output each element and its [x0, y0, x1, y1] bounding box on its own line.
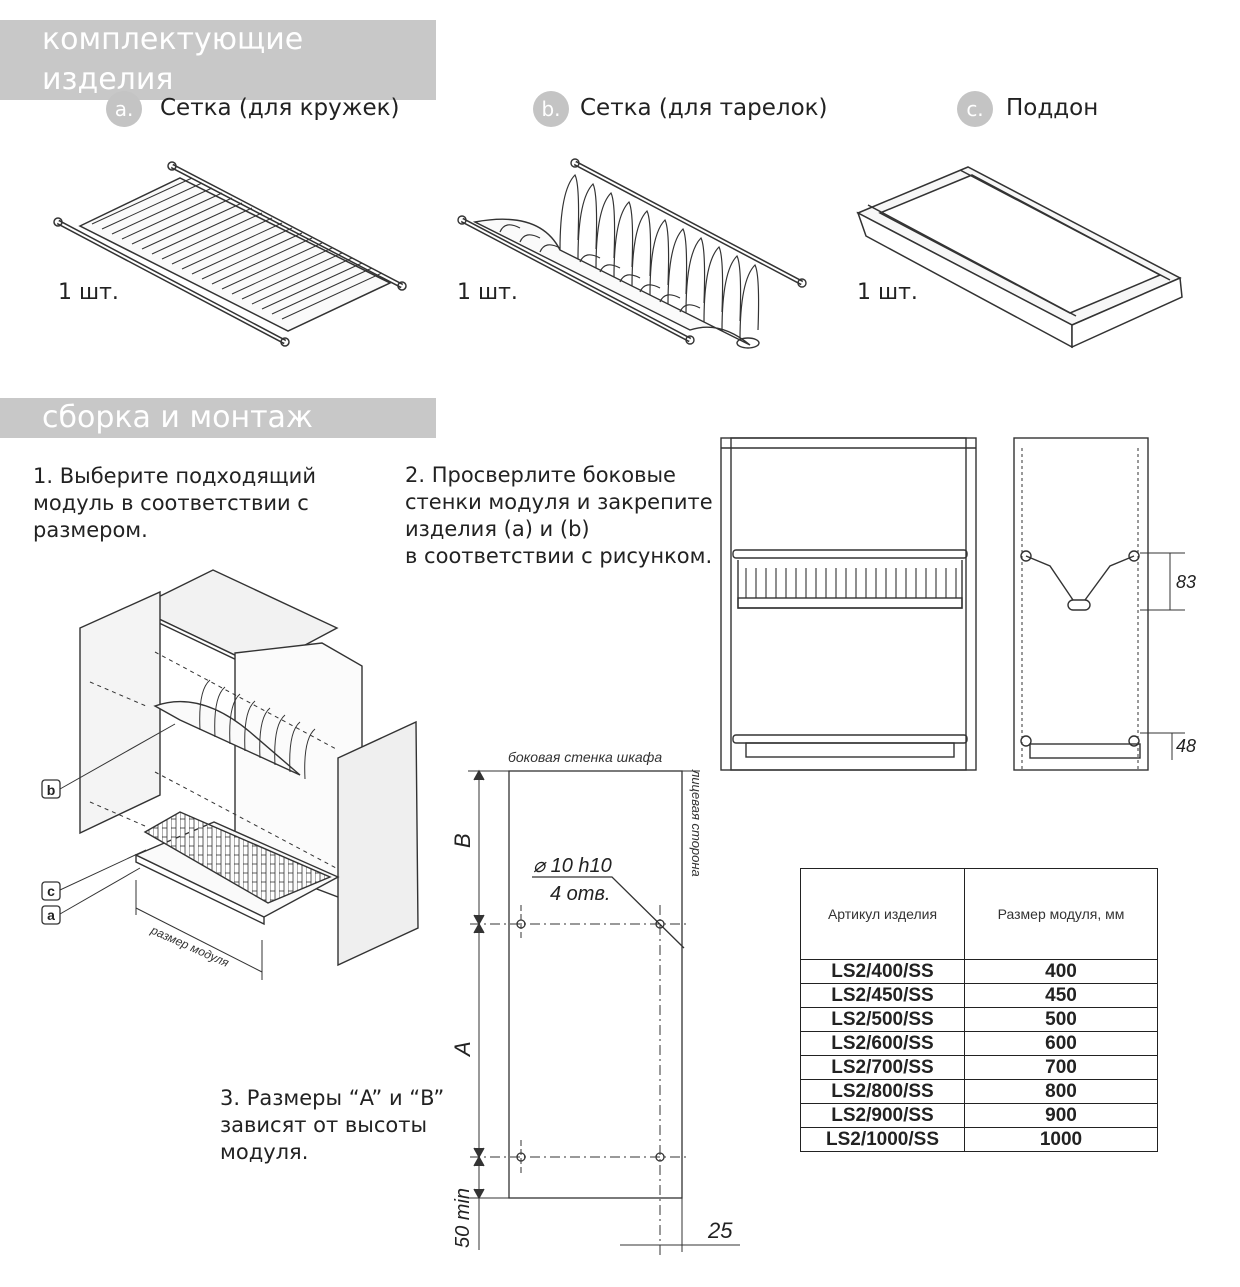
step-3-line: 3. Размеры “A” и “B”	[220, 1086, 445, 1110]
step-3-line: зависят от высоты	[220, 1113, 428, 1137]
cup-rack-illustration	[53, 161, 407, 347]
component-c-label: Поддон	[1006, 95, 1099, 121]
step-1-line: размером.	[33, 518, 148, 542]
table-cell: LS2/400/SS	[800, 959, 965, 984]
tray-illustration	[856, 166, 1183, 349]
table-cell: 900	[964, 1103, 1158, 1128]
hole-spec-label: ⌀ 10 h10	[533, 855, 612, 877]
step-2-line: стенки модуля и закрепите	[405, 490, 713, 514]
dim-25-label: 25	[707, 1218, 733, 1243]
dim-min-label: 50 min	[452, 1188, 474, 1248]
dim-83-label: 83	[1176, 572, 1196, 592]
step-3-line: модуля.	[220, 1140, 309, 1164]
component-b-badge: b.	[533, 91, 569, 127]
callout-a: a	[41, 905, 61, 925]
table-cell: LS2/500/SS	[800, 1007, 965, 1032]
step-3-text: 3. Размеры “A” и “B” зависят от высоты м…	[220, 1085, 444, 1166]
table-cell: 600	[964, 1031, 1158, 1056]
assembly-banner: сборка и монтаж	[0, 398, 436, 438]
table-cell: 450	[964, 983, 1158, 1008]
front-side-label: лицевая сторона	[689, 769, 704, 877]
step-2-line: в соответствии с рисунком.	[405, 544, 713, 568]
hole-count-label: 4 отв.	[550, 883, 610, 905]
component-b-qty: 1 шт.	[457, 280, 518, 305]
step-1-line: 1. Выберите подходящий	[33, 464, 316, 488]
callout-b-label: b	[47, 782, 56, 798]
table-cell: 700	[964, 1055, 1158, 1080]
drilling-diagram	[468, 769, 740, 1255]
table-cell: LS2/1000/SS	[800, 1127, 965, 1152]
component-c-qty: 1 шт.	[857, 280, 918, 305]
cabinet-front-view	[720, 437, 977, 771]
callout-c-label: c	[47, 883, 55, 899]
table-cell: 500	[964, 1007, 1158, 1032]
spec-table: Артикул изделия Размер модуля, мм LS2/40…	[800, 868, 1158, 1152]
step-2-text: 2. Просверлите боковые стенки модуля и з…	[405, 462, 713, 570]
step-2-line: изделия (a) и (b)	[405, 517, 590, 541]
components-title: комплектующие изделия	[42, 22, 304, 97]
table-cell: LS2/800/SS	[800, 1079, 965, 1104]
step-1-line: модуль в соответствии с	[33, 491, 309, 515]
cabinet-side-view	[1013, 437, 1185, 771]
dim-b-label: B	[450, 833, 475, 848]
table-header-article: Артикул изделия	[800, 868, 965, 960]
table-header-row: Артикул изделия Размер модуля, мм	[800, 868, 1158, 960]
callout-b: b	[41, 779, 61, 799]
table-cell: LS2/700/SS	[800, 1055, 965, 1080]
callout-c: c	[41, 881, 61, 901]
component-b-label: Сетка (для тарелок)	[580, 95, 828, 121]
component-a-badge: a.	[106, 91, 142, 127]
step-1-text: 1. Выберите подходящий модуль в соответс…	[33, 463, 316, 544]
component-a-label: Сетка (для кружек)	[160, 95, 400, 121]
table-cell: LS2/450/SS	[800, 983, 965, 1008]
table-cell: LS2/600/SS	[800, 1031, 965, 1056]
callout-a-label: a	[47, 907, 55, 923]
component-a-qty: 1 шт.	[58, 280, 119, 305]
plate-rack-illustration	[457, 158, 807, 349]
components-banner: комплектующие изделия	[0, 20, 436, 100]
dim-48-label: 48	[1176, 736, 1196, 756]
table-header-size: Размер модуля, мм	[964, 868, 1158, 960]
table-cell: 800	[964, 1079, 1158, 1104]
module-size-label: размер модуля	[148, 923, 232, 971]
assembly-title: сборка и монтаж	[42, 400, 313, 435]
table-cell: 400	[964, 959, 1158, 984]
component-c-badge: c.	[957, 91, 993, 127]
dim-a-label: A	[450, 1041, 475, 1058]
table-cell: 1000	[964, 1127, 1158, 1152]
table-cell: LS2/900/SS	[800, 1103, 965, 1128]
step-2-line: 2. Просверлите боковые	[405, 463, 676, 487]
side-wall-label: боковая стенка шкафа	[508, 749, 662, 765]
cabinet-exploded-view	[59, 569, 419, 980]
